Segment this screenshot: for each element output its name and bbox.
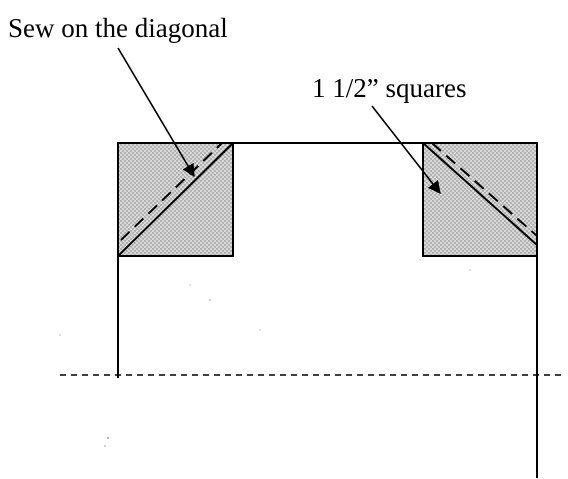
left-diagonal-line bbox=[117, 142, 234, 257]
square-size-arrow bbox=[371, 105, 441, 195]
sew-diagonal-arrow bbox=[117, 47, 195, 178]
right-stitch-line bbox=[431, 142, 538, 237]
right-corner-square bbox=[422, 142, 538, 257]
left-corner-square bbox=[117, 142, 234, 257]
scan-specks bbox=[59, 259, 471, 447]
square-size-label: 1 1/2” squares bbox=[312, 73, 466, 103]
right-diagonal-line bbox=[422, 142, 538, 246]
left-stitch-line bbox=[120, 142, 223, 241]
sew-diagonal-label: Sew on the diagonal bbox=[8, 13, 228, 43]
